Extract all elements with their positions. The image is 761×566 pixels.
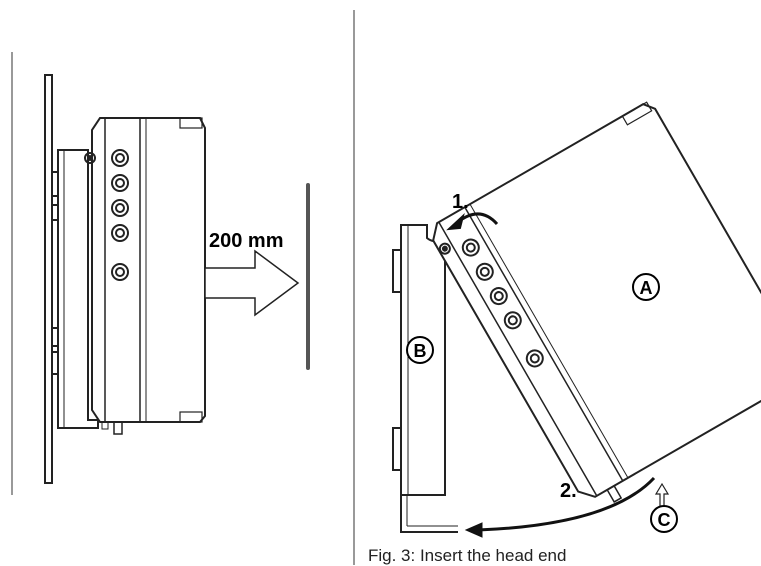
svg-text:A: A (640, 278, 653, 298)
step1-label: 1. (452, 191, 469, 213)
device-a (432, 101, 761, 503)
bracket-b (392, 224, 458, 533)
svg-text:C: C (658, 510, 671, 530)
bottom-connector (113, 421, 123, 435)
device-body (91, 117, 206, 423)
step2-arrow (477, 476, 656, 532)
step2-label: 2. (560, 480, 577, 502)
distance-label: 200 mm (209, 230, 284, 252)
wall-plate (44, 74, 53, 484)
callout-c-pointer (654, 482, 670, 509)
figure-caption: Fig. 3: Insert the head end (368, 546, 567, 565)
left-device-assembly (44, 74, 206, 484)
device-a-cable-glands (461, 238, 544, 368)
callout-c: C (650, 505, 678, 533)
svg-text:B: B (414, 341, 427, 361)
callout-a: A (632, 273, 660, 301)
clearance-arrow (204, 249, 300, 317)
bracket-foot (400, 495, 458, 533)
callout-b: B (406, 336, 434, 364)
cable-glands (111, 149, 129, 281)
